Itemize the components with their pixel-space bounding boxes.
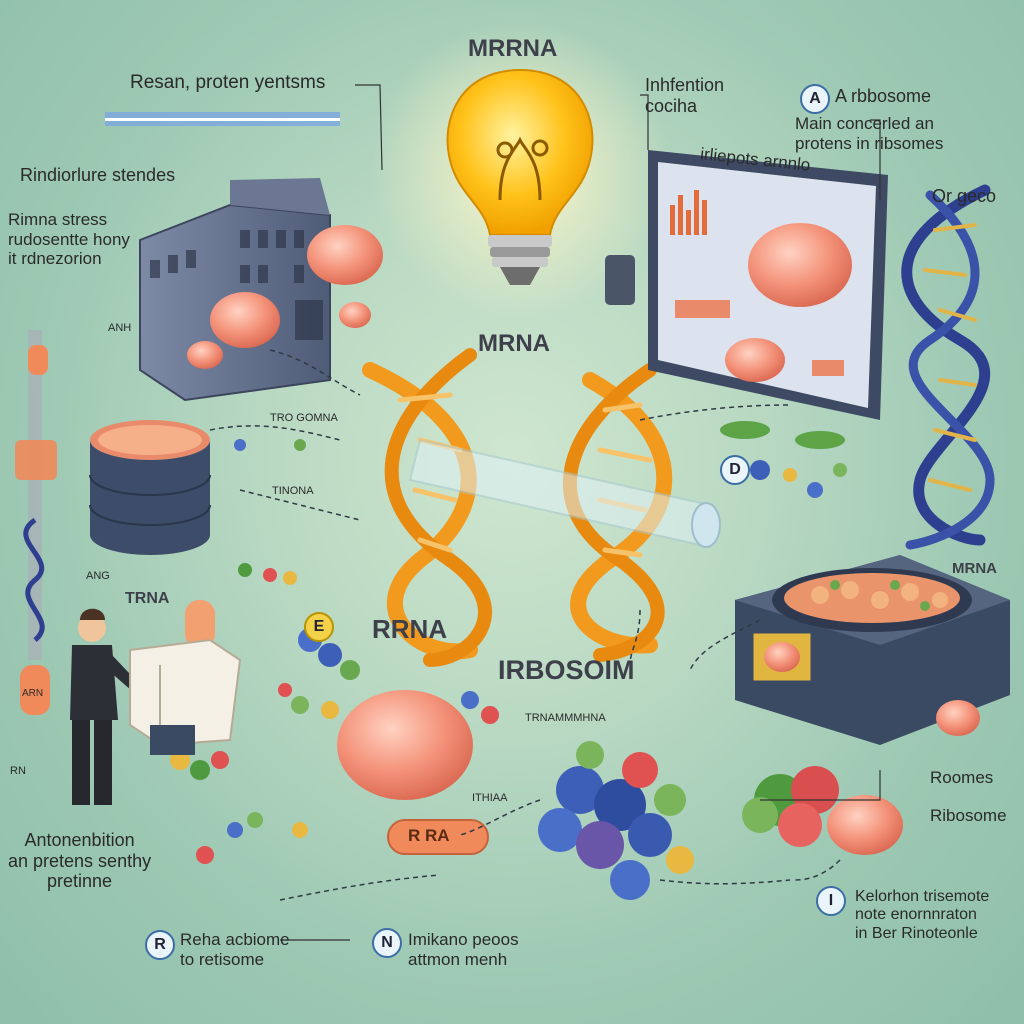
label-small-left3: RN [10, 765, 26, 777]
monitor-screen [648, 150, 888, 420]
lightbulb-icon [446, 68, 594, 285]
label-ribosome-center: IRBOSOIM [498, 655, 635, 685]
label-left-structures: Rindiorlure stendes [20, 165, 176, 185]
label-badge-r-text: Reha acbiome to retisome [180, 930, 290, 969]
label-ribosome-right: Ribosome [930, 806, 1007, 825]
label-badge-n-text: Imikano peoos attmon menh [408, 930, 519, 969]
label-mini-ribbon: ITHIAA [472, 792, 508, 804]
label-ribbon-left: TRO GOMNA [270, 412, 338, 424]
label-roomes: Roomes [930, 768, 994, 787]
badge-d: D [720, 455, 750, 485]
flow-arrows [209, 349, 841, 901]
label-pill: R RA [408, 826, 450, 845]
protein-bottom-center [337, 690, 473, 800]
label-ribbon-left2: TINONA [272, 485, 314, 497]
protein-drum [89, 420, 211, 555]
badge-r: R [145, 930, 175, 960]
blue-dna-helix [901, 184, 995, 550]
label-right-mrna: MRNA [952, 560, 997, 577]
label-or-geco: Or geco [932, 186, 997, 206]
factory-building [139, 178, 331, 402]
rna-pill [387, 819, 489, 855]
diagram-title: MRRNA [468, 35, 558, 62]
label-top-inf: Inhfention cociha [645, 75, 725, 116]
label-bottom-right: Kelorhon trisemote note enornnraton in B… [855, 888, 990, 942]
label-top-right-ribosome: A rbbosome [835, 86, 932, 106]
label-small-left: ANH [108, 322, 132, 334]
label-rrna: RRNA [372, 614, 448, 644]
badge-i: I [816, 886, 846, 916]
scattered-molecules [170, 421, 847, 864]
open-book [129, 638, 242, 755]
amino-acid-cluster [538, 741, 694, 900]
ribosome-machine [735, 555, 1010, 745]
protein-small-right [936, 700, 980, 736]
badge-a: A [800, 84, 830, 114]
label-small-left2: ANG [86, 570, 110, 582]
label-top-left: Resan, proten yentsms [130, 72, 326, 93]
label-trna: TRNA [125, 590, 170, 607]
label-mid-ribbon: TRNAMMMHNA [525, 712, 606, 724]
beaker [605, 255, 635, 305]
protein-clusters-left [187, 225, 383, 369]
label-leader-lines [280, 84, 881, 941]
label-bottom-left: Antonenbition an pretens senthy pretinne [8, 830, 152, 892]
left-lab-tubes [15, 330, 57, 715]
glass-tube [408, 438, 721, 548]
trna-capsule [185, 600, 215, 648]
badge-n: N [372, 928, 402, 958]
dna-band-top-left [105, 112, 340, 126]
label-top-right-note: Main concerled an protens in ribsomes [795, 114, 944, 153]
label-left-stress: Rimna stress rudosentte hony it rdnezori… [8, 210, 130, 269]
ribosome-cluster-bottom-right [742, 766, 903, 855]
center-dna-helix [362, 348, 673, 667]
label-center-mrna: MRNA [478, 330, 550, 357]
label-small-left4: ARN [22, 688, 44, 699]
badge-e: E [304, 612, 334, 642]
